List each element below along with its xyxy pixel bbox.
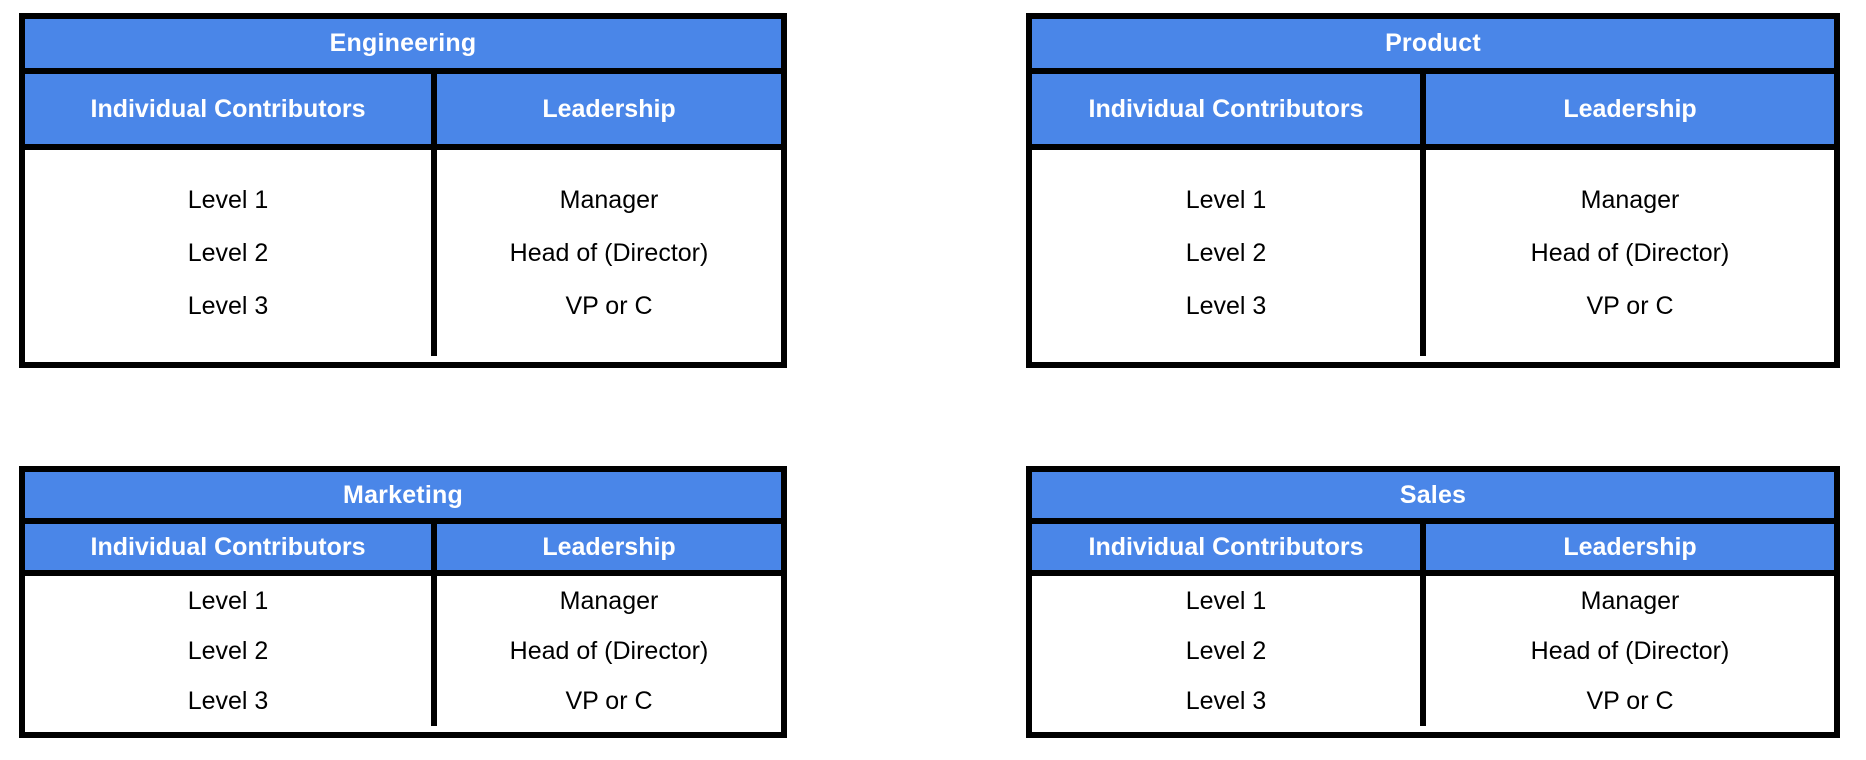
list-item: Head of (Director) [1530, 637, 1730, 665]
list-item: Level 1 [187, 185, 269, 214]
cell-individual-contributors-product: Level 1 Level 2 Level 3 [1032, 150, 1426, 356]
column-header-leadership: Leadership [1426, 524, 1834, 570]
table-body-row-sales: Level 1 Level 2 Level 3 Manager Head of … [1032, 576, 1834, 726]
list-item: Level 2 [187, 238, 269, 267]
table-header-row-sales: Individual Contributors Leadership [1032, 524, 1834, 576]
column-header-leadership: Leadership [437, 524, 781, 570]
list-item: Manager [1580, 185, 1680, 214]
list-item: Manager [1580, 587, 1680, 615]
cell-leadership-engineering: Manager Head of (Director) VP or C [437, 150, 781, 356]
column-header-individual-contributors: Individual Contributors [1032, 524, 1426, 570]
list-item: Level 3 [1185, 687, 1267, 715]
table-body-row-product: Level 1 Level 2 Level 3 Manager Head of … [1032, 150, 1834, 356]
cell-individual-contributors-engineering: Level 1 Level 2 Level 3 [25, 150, 437, 356]
table-header-row-marketing: Individual Contributors Leadership [25, 524, 781, 576]
table-header-row-product: Individual Contributors Leadership [1032, 74, 1834, 150]
cell-leadership-marketing: Manager Head of (Director) VP or C [437, 576, 781, 726]
list-item: VP or C [1586, 687, 1674, 715]
table-title-sales: Sales [1032, 472, 1834, 524]
column-header-individual-contributors: Individual Contributors [1032, 74, 1426, 144]
department-table-marketing: Marketing Individual Contributors Leader… [19, 466, 787, 738]
table-title-product: Product [1032, 19, 1834, 74]
department-table-sales: Sales Individual Contributors Leadership… [1026, 466, 1840, 738]
list-item: Head of (Director) [509, 238, 709, 267]
list-item: Head of (Director) [1530, 238, 1730, 267]
list-item: VP or C [1586, 291, 1674, 320]
table-title-engineering: Engineering [25, 19, 781, 74]
department-table-product: Product Individual Contributors Leadersh… [1026, 13, 1840, 368]
list-item: Level 1 [1185, 587, 1267, 615]
column-header-leadership: Leadership [437, 74, 781, 144]
list-item: Level 2 [1185, 238, 1267, 267]
list-item: Level 1 [187, 587, 269, 615]
list-item: Head of (Director) [509, 637, 709, 665]
list-item: Level 3 [1185, 291, 1267, 320]
list-item: Level 2 [1185, 637, 1267, 665]
column-header-individual-contributors: Individual Contributors [25, 74, 437, 144]
cell-leadership-product: Manager Head of (Director) VP or C [1426, 150, 1834, 356]
list-item: Level 2 [187, 637, 269, 665]
cell-individual-contributors-sales: Level 1 Level 2 Level 3 [1032, 576, 1426, 726]
table-body-row-engineering: Level 1 Level 2 Level 3 Manager Head of … [25, 150, 781, 356]
list-item: Level 1 [1185, 185, 1267, 214]
list-item: Level 3 [187, 291, 269, 320]
column-header-leadership: Leadership [1426, 74, 1834, 144]
list-item: VP or C [565, 291, 653, 320]
list-item: Manager [559, 587, 659, 615]
table-title-marketing: Marketing [25, 472, 781, 524]
table-body-row-marketing: Level 1 Level 2 Level 3 Manager Head of … [25, 576, 781, 726]
table-header-row-engineering: Individual Contributors Leadership [25, 74, 781, 150]
list-item: Level 3 [187, 687, 269, 715]
column-header-individual-contributors: Individual Contributors [25, 524, 437, 570]
list-item: VP or C [565, 687, 653, 715]
department-table-engineering: Engineering Individual Contributors Lead… [19, 13, 787, 368]
cell-individual-contributors-marketing: Level 1 Level 2 Level 3 [25, 576, 437, 726]
cell-leadership-sales: Manager Head of (Director) VP or C [1426, 576, 1834, 726]
list-item: Manager [559, 185, 659, 214]
